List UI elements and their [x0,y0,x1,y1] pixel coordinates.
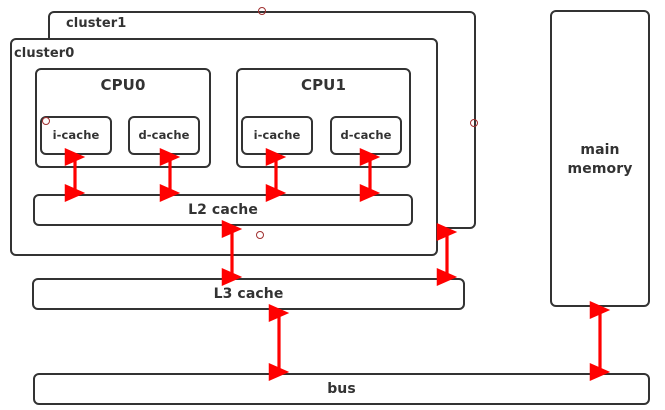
cpu1-dcache-label: d-cache [340,128,392,142]
bus-label: bus [327,381,356,397]
main-memory-line1: main [580,142,620,158]
main-memory-line2: memory [567,161,633,177]
main-memory-label: main memory [550,141,650,179]
cpu1-icache-label: i-cache [253,128,301,142]
bus-box[interactable] [33,373,650,405]
cpu0-dcache-label: d-cache [138,128,190,142]
marker-cluster1-right-circle-icon[interactable] [470,119,478,127]
l2-cache-label: L2 cache [188,202,258,218]
cluster1-label: cluster1 [66,16,127,31]
marker-cluster1-top-circle-icon[interactable] [258,7,266,15]
cpu1-label: CPU1 [300,76,347,94]
l3-cache-label: L3 cache [213,286,284,302]
cpu0-label: CPU0 [100,76,146,94]
cpu1-container[interactable] [236,68,411,168]
cpu0-container[interactable] [35,68,211,168]
marker-l2-below-circle-icon[interactable] [256,231,264,239]
cpu0-icache-label: i-cache [52,128,100,142]
cluster0-container[interactable] [10,38,438,256]
cluster0-label: cluster0 [14,46,75,61]
marker-cpu0-icache-circle-icon[interactable] [42,117,50,125]
l3-cache-box[interactable] [32,278,465,310]
